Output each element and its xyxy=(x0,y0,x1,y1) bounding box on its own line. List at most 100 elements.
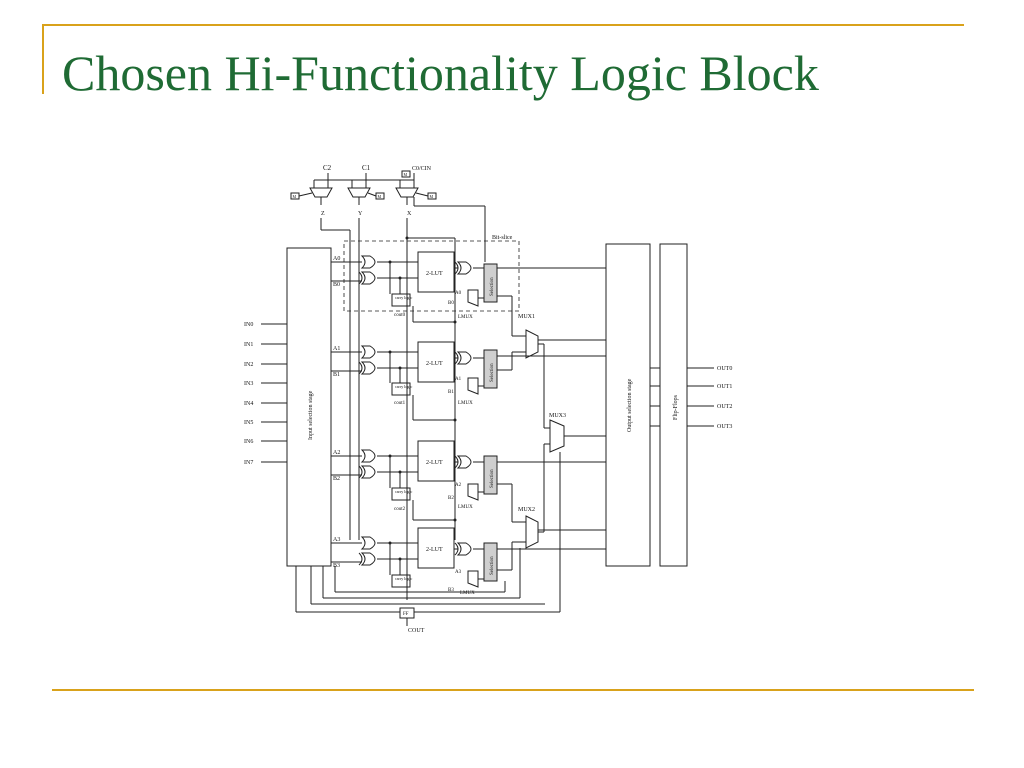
cout-label: COUT xyxy=(408,628,425,634)
slice-2-carry-logic xyxy=(391,487,411,501)
slice-3-selection-label: Selection xyxy=(490,556,495,575)
output-label-1: OUT1 xyxy=(717,384,732,390)
mux-x-label: X xyxy=(407,211,412,217)
slice-1: A1 B1 2-LUT carry logic cout1 A1 B1 LMUX… xyxy=(331,341,498,406)
slice-2-cout-label: cout2 xyxy=(394,507,406,512)
slice-3-xor-out xyxy=(456,542,472,556)
slice-0-carry-logic xyxy=(391,293,411,307)
bit-slice-label: Bit-slice xyxy=(492,235,513,241)
slice-3-lmux-b-label: B3 xyxy=(448,588,454,593)
slice-2-lut xyxy=(417,440,455,482)
slice-1-lut xyxy=(417,341,455,383)
slice-2-selection-label: Selection xyxy=(490,469,495,488)
slice-2-lmux-b-label: B2 xyxy=(448,496,454,501)
config-box-y-label: M xyxy=(378,194,382,199)
flip-flops-label: Flip-Flops xyxy=(673,394,679,420)
title-accent-bar xyxy=(42,24,44,94)
slice-2-selection xyxy=(483,455,498,495)
mux-z xyxy=(309,187,333,198)
slice-2-xor-out xyxy=(456,455,472,469)
config-box-z-label: M xyxy=(293,194,297,199)
input-lines: IN0 IN1 IN2 IN3 IN4 IN5 IN6 IN7 xyxy=(244,322,287,466)
slice-0-selection-label: Selection xyxy=(490,277,495,296)
slice-0-a-label: A0 xyxy=(333,256,340,262)
slice-0-or-gate-a xyxy=(360,255,376,269)
slice-2: A2 B2 2-LUT carry logic cout2 A2 B2 LMUX… xyxy=(331,440,498,512)
input-label-1: IN1 xyxy=(244,342,253,348)
input-label-7: IN7 xyxy=(244,460,253,466)
slice-0-lmux-label: LMUX xyxy=(458,315,473,320)
top-controls: C2 C1 C0/CIN M M M M Z Y X xyxy=(290,164,486,262)
output-selection-stage-label: Output selection stage xyxy=(627,378,633,432)
slice-3-lut-label: 2-LUT xyxy=(426,547,443,553)
slice-1-or-gate-a xyxy=(360,345,376,359)
carry-flip-flop-label: FF xyxy=(403,612,409,617)
mux2 xyxy=(525,515,539,549)
slice-1-a-label: A1 xyxy=(333,346,340,352)
mux-y-label: Y xyxy=(358,211,363,217)
slice-1-cout-label: cout1 xyxy=(394,401,406,406)
bottom-rule xyxy=(52,689,974,691)
slice-1-carry-logic-label: carry logic xyxy=(395,384,412,389)
config-box-x-label: M xyxy=(430,194,434,199)
slice-3-carry-logic-label: carry logic xyxy=(395,576,412,581)
slice-1-carry-logic xyxy=(391,382,411,396)
c0-cin-label: C0/CIN xyxy=(412,166,432,172)
slice-0-xor-out xyxy=(456,261,472,275)
slice-0-lmux-a-label: A0 xyxy=(455,291,462,296)
slice-0-cout-label: cout0 xyxy=(394,313,406,318)
output-label-2: OUT2 xyxy=(717,404,732,410)
slice-3-lmux-label: LMUX xyxy=(460,591,475,596)
slice-2-lmux-a-label: A2 xyxy=(455,483,462,488)
mux3-label: MUX3 xyxy=(549,413,566,419)
config-box-c0 xyxy=(401,170,411,178)
bit-slice-box xyxy=(343,240,520,312)
top-rule xyxy=(42,24,964,26)
slice-1-lmux xyxy=(467,377,479,395)
mux1-label: MUX1 xyxy=(518,314,535,320)
c1-label: C1 xyxy=(362,164,371,172)
slice-3-a-label: A3 xyxy=(333,537,340,543)
flip-flops-block xyxy=(659,243,688,567)
mux1 xyxy=(525,329,539,359)
input-label-4: IN4 xyxy=(244,401,253,407)
slice-2-xor-gate xyxy=(360,465,376,479)
slice-1-xor-out xyxy=(456,351,472,365)
slice-1-xor-gate xyxy=(360,361,376,375)
output-label-0: OUT0 xyxy=(717,366,732,372)
slice-2-lmux xyxy=(467,483,479,501)
mux-z-label: Z xyxy=(321,211,325,217)
slice-0-b-label: B0 xyxy=(333,282,340,288)
slice-3-lmux xyxy=(467,570,479,588)
slice-2-a-label: A2 xyxy=(333,450,340,456)
slice-3-or-gate-a xyxy=(360,536,376,550)
input-label-2: IN2 xyxy=(244,362,253,368)
mux-x xyxy=(395,187,419,198)
input-label-0: IN0 xyxy=(244,322,253,328)
slice-2-b-label: B2 xyxy=(333,476,340,482)
slice-1-lut-label: 2-LUT xyxy=(426,361,443,367)
slice-0-lut xyxy=(417,251,455,293)
slice-2-lmux-label: LMUX xyxy=(458,505,473,510)
slice-0: A0 B0 2-LUT carry logic cout0 A0 B0 LMUX… xyxy=(331,251,606,320)
mux3 xyxy=(549,419,565,453)
slice-3-lut xyxy=(417,527,455,569)
input-selection-stage xyxy=(286,247,332,567)
input-label-5: IN5 xyxy=(244,420,253,426)
slice-3-selection xyxy=(483,542,498,582)
input-label-3: IN3 xyxy=(244,381,253,387)
slice-0-lut-label: 2-LUT xyxy=(426,271,443,277)
slice-2-carry-logic-label: carry logic xyxy=(395,489,412,494)
slice-1-selection xyxy=(483,349,498,389)
slice-2-or-gate-a xyxy=(360,449,376,463)
input-label-6: IN6 xyxy=(244,439,253,445)
slice-1-selection-label: Selection xyxy=(490,363,495,382)
slice-0-selection xyxy=(483,263,498,303)
slice-3-lmux-a-label: A3 xyxy=(455,570,462,575)
input-selection-stage-label: Input selection stage xyxy=(308,390,314,440)
slice-3-carry-logic xyxy=(391,574,411,588)
slice-0-carry-logic-label: carry logic xyxy=(395,295,412,300)
slice-0-lmux-b-label: B0 xyxy=(448,301,454,306)
output-label-3: OUT3 xyxy=(717,424,732,430)
